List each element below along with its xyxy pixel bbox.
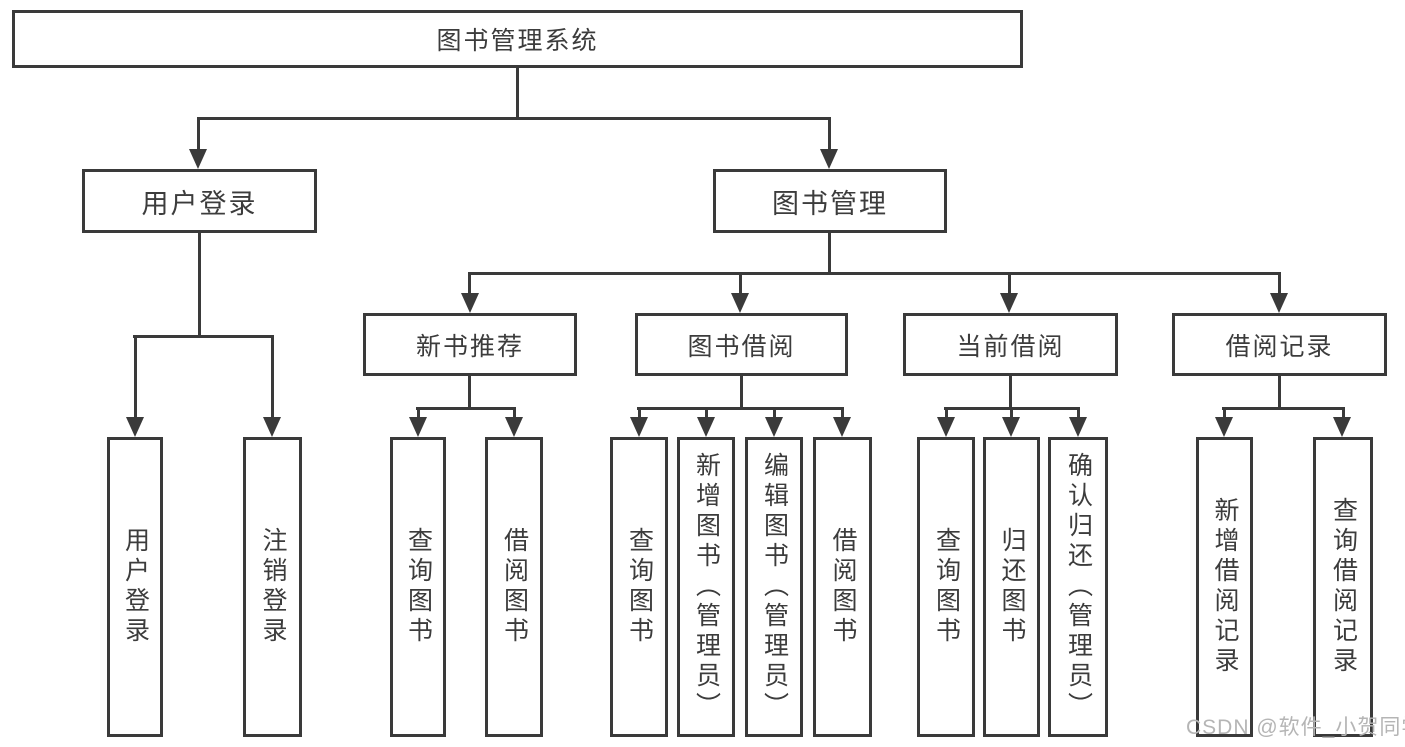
connector-line xyxy=(197,117,831,120)
connector-line xyxy=(513,407,516,419)
arrow-down-icon xyxy=(189,149,207,169)
arrow-down-icon xyxy=(697,417,715,437)
leaf-br-add-record: 新增借阅记录 xyxy=(1196,437,1253,737)
connector-line xyxy=(1077,407,1080,419)
node-borrow-record: 借阅记录 xyxy=(1172,313,1387,376)
leaf-user-login: 用户登录 xyxy=(107,437,163,737)
leaf-bb-query-book: 查询图书 xyxy=(610,437,668,737)
connector-line xyxy=(773,407,776,419)
connector-line xyxy=(1342,407,1345,419)
connector-line xyxy=(740,376,743,410)
arrow-down-icon xyxy=(1002,417,1020,437)
arrow-down-icon xyxy=(409,417,427,437)
leaf-cb-return-book: 归还图书 xyxy=(983,437,1040,737)
arrow-down-icon xyxy=(505,417,523,437)
node-book-borrow: 图书借阅 xyxy=(635,313,848,376)
connector-line xyxy=(468,376,471,410)
connector-line xyxy=(468,272,471,295)
leaf-logout: 注销登录 xyxy=(243,437,302,737)
connector-line xyxy=(739,272,742,295)
connector-line xyxy=(468,272,1281,275)
leaf-bb-borrow-book: 借阅图书 xyxy=(813,437,872,737)
connector-line xyxy=(1222,407,1345,410)
connector-line xyxy=(133,335,274,338)
connector-line xyxy=(271,335,274,419)
leaf-br-query-record: 查询借阅记录 xyxy=(1313,437,1373,737)
arrow-down-icon xyxy=(1069,417,1087,437)
connector-line xyxy=(198,233,201,338)
connector-line xyxy=(705,407,708,419)
connector-line xyxy=(1010,407,1013,419)
connector-line xyxy=(134,335,137,419)
connector-line xyxy=(828,117,831,151)
leaf-nb-query-book: 查询图书 xyxy=(390,437,446,737)
connector-line xyxy=(638,407,641,419)
connector-line xyxy=(1223,407,1226,419)
arrow-down-icon xyxy=(765,417,783,437)
leaf-cb-confirm-return: 确认归还（管理员） xyxy=(1048,437,1108,737)
connector-line xyxy=(1278,376,1281,410)
connector-line xyxy=(1278,272,1281,295)
connector-line xyxy=(197,117,200,151)
arrow-down-icon xyxy=(126,417,144,437)
arrow-down-icon xyxy=(1215,417,1233,437)
connector-line xyxy=(1009,376,1012,410)
watermark: CSDN @软件_小贺同学 xyxy=(1186,716,1405,739)
connector-line xyxy=(1008,272,1011,295)
arrow-down-icon xyxy=(937,417,955,437)
arrow-down-icon xyxy=(1000,293,1018,313)
arrow-down-icon xyxy=(833,417,851,437)
connector-line xyxy=(828,233,831,275)
arrow-down-icon xyxy=(820,149,838,169)
arrow-down-icon xyxy=(263,417,281,437)
connector-line xyxy=(945,407,948,419)
leaf-cb-query-book: 查询图书 xyxy=(917,437,975,737)
leaf-nb-borrow-book: 借阅图书 xyxy=(485,437,543,737)
connector-line xyxy=(416,407,516,410)
node-current-borrow: 当前借阅 xyxy=(903,313,1118,376)
node-root: 图书管理系统 xyxy=(12,10,1023,68)
arrow-down-icon xyxy=(630,417,648,437)
connector-line xyxy=(417,407,420,419)
arrow-down-icon xyxy=(1270,293,1288,313)
arrow-down-icon xyxy=(731,293,749,313)
arrow-down-icon xyxy=(461,293,479,313)
connector-line xyxy=(516,68,519,120)
leaf-bb-edit-book: 编辑图书（管理员） xyxy=(745,437,803,737)
node-book-management: 图书管理 xyxy=(713,169,947,233)
connector-line xyxy=(637,407,844,410)
leaf-bb-add-book: 新增图书（管理员） xyxy=(677,437,735,737)
connector-line xyxy=(841,407,844,419)
node-new-book-recommend: 新书推荐 xyxy=(363,313,577,376)
node-user-login: 用户登录 xyxy=(82,169,317,233)
arrow-down-icon xyxy=(1333,417,1351,437)
